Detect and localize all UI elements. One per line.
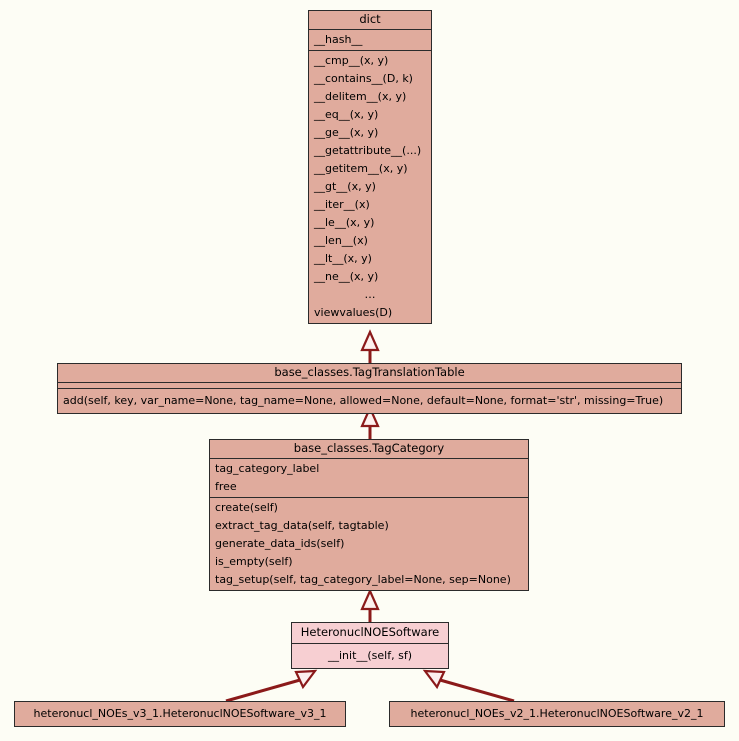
operation-row: __ge__(x, y) — [314, 126, 379, 139]
edge-v21-to-hnsw — [439, 678, 515, 703]
class-name-heteronuclnoesoftware-v2-1: heteronucl_NOEs_v2_1.HeteronuclNOESoftwa… — [410, 707, 704, 720]
operation-row: __gt__(x, y) — [314, 180, 376, 193]
operation-row: __le__(x, y) — [314, 216, 375, 229]
arrowhead-hnsw-to-tagcat — [360, 588, 380, 611]
class-name-tagtranslationtable: base_classes.TagTranslationTable — [274, 365, 465, 379]
class-name-dict: dict — [359, 12, 381, 26]
arrowhead-v21-to-hnsw — [422, 669, 446, 690]
attributes-tagcategory: tag_category_label free — [210, 458, 528, 497]
class-name-heteronuclnoesoftware: HeteronuclNOESoftware — [300, 625, 440, 639]
attribute-row: tag_category_label — [215, 462, 320, 475]
class-box-tagcategory[interactable]: base_classes.TagCategory tag_category_la… — [209, 439, 529, 591]
operation-row: viewvalues(D) — [314, 306, 393, 319]
attributes-tagtranslationtable — [58, 382, 681, 388]
operation-row: __contains__(D, k) — [314, 72, 413, 85]
arrowhead-ttt-to-dict — [360, 329, 380, 352]
operation-row: is_empty(self) — [215, 555, 293, 568]
operation-row-ellipsis: … — [364, 288, 376, 301]
operation-row: tag_setup(self, tag_category_label=None,… — [215, 573, 511, 586]
operations-heteronuclnoesoftware: __init__(self, sf) — [292, 643, 448, 668]
operation-row: generate_data_ids(self) — [215, 537, 345, 550]
operation-row: __delitem__(x, y) — [314, 90, 407, 103]
edge-v31-to-hnsw — [225, 678, 301, 703]
attributes-dict: __hash__ — [309, 29, 431, 50]
attribute-row: __hash__ — [314, 33, 363, 46]
operations-dict: __cmp__(x, y) __contains__(D, k) __delit… — [309, 50, 431, 323]
class-name-tagcategory: base_classes.TagCategory — [293, 441, 445, 455]
operation-row: extract_tag_data(self, tagtable) — [215, 519, 389, 532]
class-box-heteronuclnoesoftware-v2-1[interactable]: heteronucl_NOEs_v2_1.HeteronuclNOESoftwa… — [389, 701, 725, 727]
class-box-heteronuclnoesoftware[interactable]: HeteronuclNOESoftware __init__(self, sf) — [291, 622, 449, 669]
arrowhead-v31-to-hnsw — [294, 669, 318, 690]
operation-row: __len__(x) — [314, 234, 368, 247]
operation-row: __cmp__(x, y) — [314, 54, 389, 67]
operation-row: __iter__(x) — [314, 198, 370, 211]
class-box-tagtranslationtable[interactable]: base_classes.TagTranslationTable add(sel… — [57, 363, 682, 414]
operations-tagtranslationtable: add(self, key, var_name=None, tag_name=N… — [58, 388, 681, 413]
operation-row: __getitem__(x, y) — [314, 162, 408, 175]
operation-row: create(self) — [215, 501, 278, 514]
operation-row: add(self, key, var_name=None, tag_name=N… — [63, 394, 664, 407]
attribute-row: free — [215, 480, 237, 493]
operation-row: __eq__(x, y) — [314, 108, 379, 121]
class-name-heteronuclnoesoftware-v3-1: heteronucl_NOEs_v3_1.HeteronuclNOESoftwa… — [33, 707, 327, 720]
operations-tagcategory: create(self) extract_tag_data(self, tagt… — [210, 497, 528, 590]
operation-row: __ne__(x, y) — [314, 270, 379, 283]
operation-row: __getattribute__(...) — [314, 144, 422, 157]
operation-row: __lt__(x, y) — [314, 252, 372, 265]
operation-row: __init__(self, sf) — [327, 649, 412, 662]
class-box-dict[interactable]: dict __hash__ __cmp__(x, y) __contains__… — [308, 10, 432, 324]
class-box-heteronuclnoesoftware-v3-1[interactable]: heteronucl_NOEs_v3_1.HeteronuclNOESoftwa… — [14, 701, 346, 727]
